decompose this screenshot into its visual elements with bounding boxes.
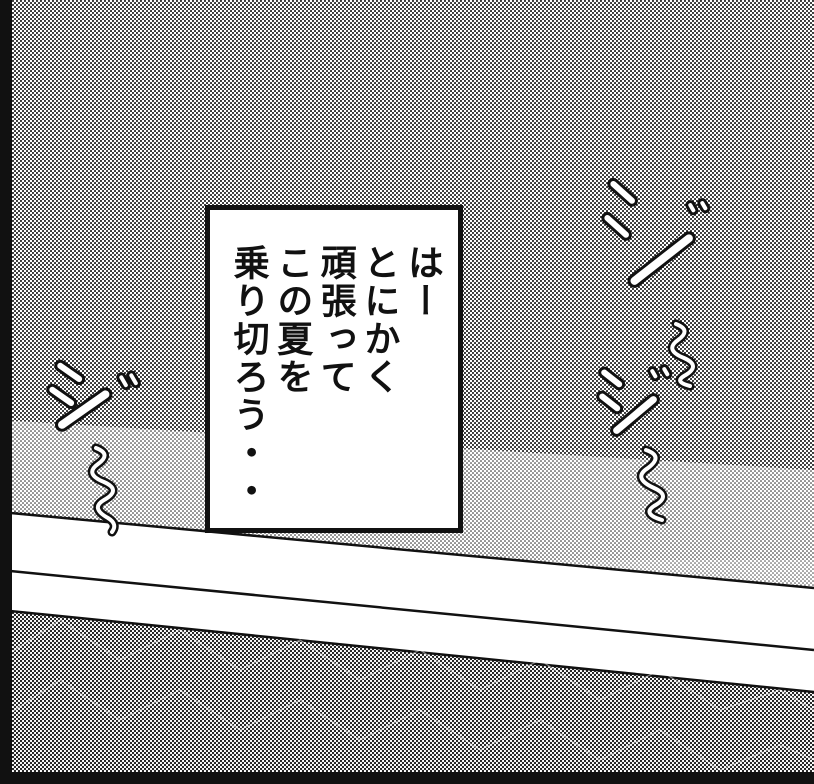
sfx-left-art xyxy=(46,359,141,537)
fence-pattern xyxy=(0,619,814,771)
wall-bottom-edge xyxy=(0,608,814,694)
narration-line-5: 乗り切ろう・・ xyxy=(227,244,269,510)
ground-screentone xyxy=(0,605,814,784)
sfx-right-bottom-art xyxy=(596,364,673,525)
narration-box: はー とにかく 頑張って この夏を 乗り切ろう・・ xyxy=(205,205,463,533)
narration-line-3: 頑張って xyxy=(314,244,356,396)
panel-left-border xyxy=(0,0,12,784)
wall-top-edge xyxy=(0,510,814,590)
narration-line-2: とにかく xyxy=(358,244,400,396)
sfx-right-top-art xyxy=(601,178,711,391)
narration-line-1: はー xyxy=(401,244,443,320)
narration-line-4: この夏を xyxy=(271,244,313,396)
wall-band xyxy=(0,512,814,692)
panel-bottom-border xyxy=(0,772,814,784)
wall-mid-line xyxy=(0,568,814,652)
